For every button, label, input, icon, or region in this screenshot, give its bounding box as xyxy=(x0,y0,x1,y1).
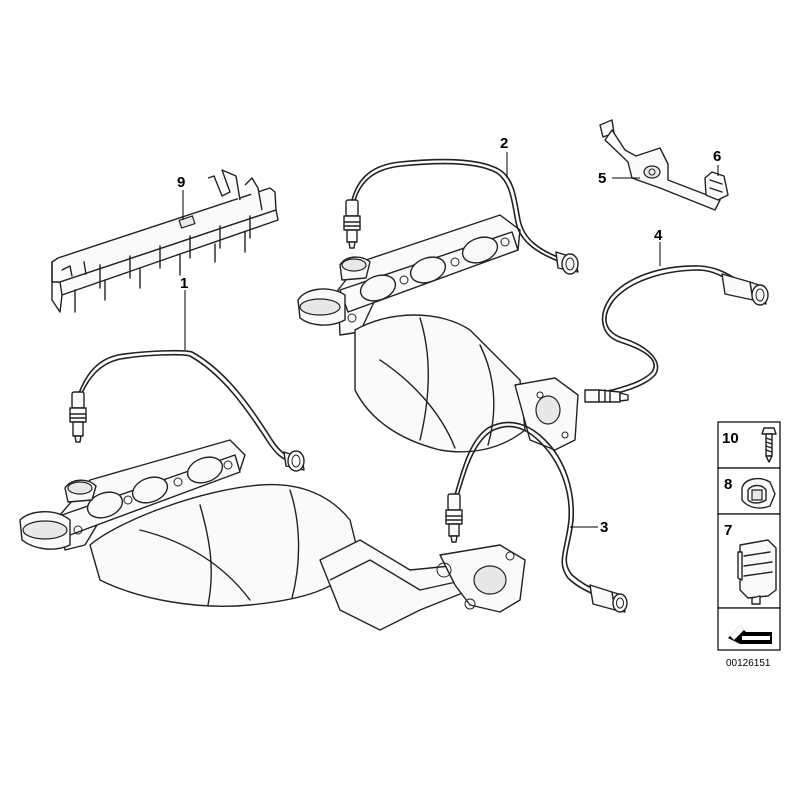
callout-7: 7 xyxy=(724,522,732,539)
callout-1: 1 xyxy=(180,275,188,292)
callout-labels: 1 2 3 4 5 6 9 xyxy=(177,135,721,536)
bracket-part-9[interactable] xyxy=(51,169,279,313)
oxygen-sensor-part-2[interactable] xyxy=(343,158,579,275)
clip-part-8[interactable]: 8 xyxy=(724,476,776,509)
callout-2: 2 xyxy=(500,135,508,152)
callout-10: 10 xyxy=(722,430,739,447)
callout-4: 4 xyxy=(654,227,663,244)
bolt-part-10[interactable]: 10 xyxy=(722,427,777,463)
drawing-symbol-icon xyxy=(728,626,772,644)
cable-holder-part-7[interactable]: 7 xyxy=(724,522,777,605)
oxygen-sensor-part-4[interactable] xyxy=(584,265,769,403)
drawing-number: 00126151 xyxy=(726,658,771,669)
exhaust-manifold-upper xyxy=(297,214,579,453)
callout-6: 6 xyxy=(713,148,721,165)
callout-9: 9 xyxy=(177,174,185,191)
holder-part-5[interactable] xyxy=(599,119,721,211)
callout-5: 5 xyxy=(598,170,606,187)
callout-leaders xyxy=(182,152,719,528)
oxygen-sensor-part-3[interactable] xyxy=(445,421,628,613)
callout-3: 3 xyxy=(600,519,608,536)
small-parts-legend: 10 8 7 xyxy=(717,421,781,651)
clip-part-6[interactable] xyxy=(704,171,729,201)
callout-8: 8 xyxy=(724,476,732,493)
oxygen-sensor-part-1[interactable] xyxy=(69,349,305,472)
exhaust-manifold-lower xyxy=(19,439,526,631)
